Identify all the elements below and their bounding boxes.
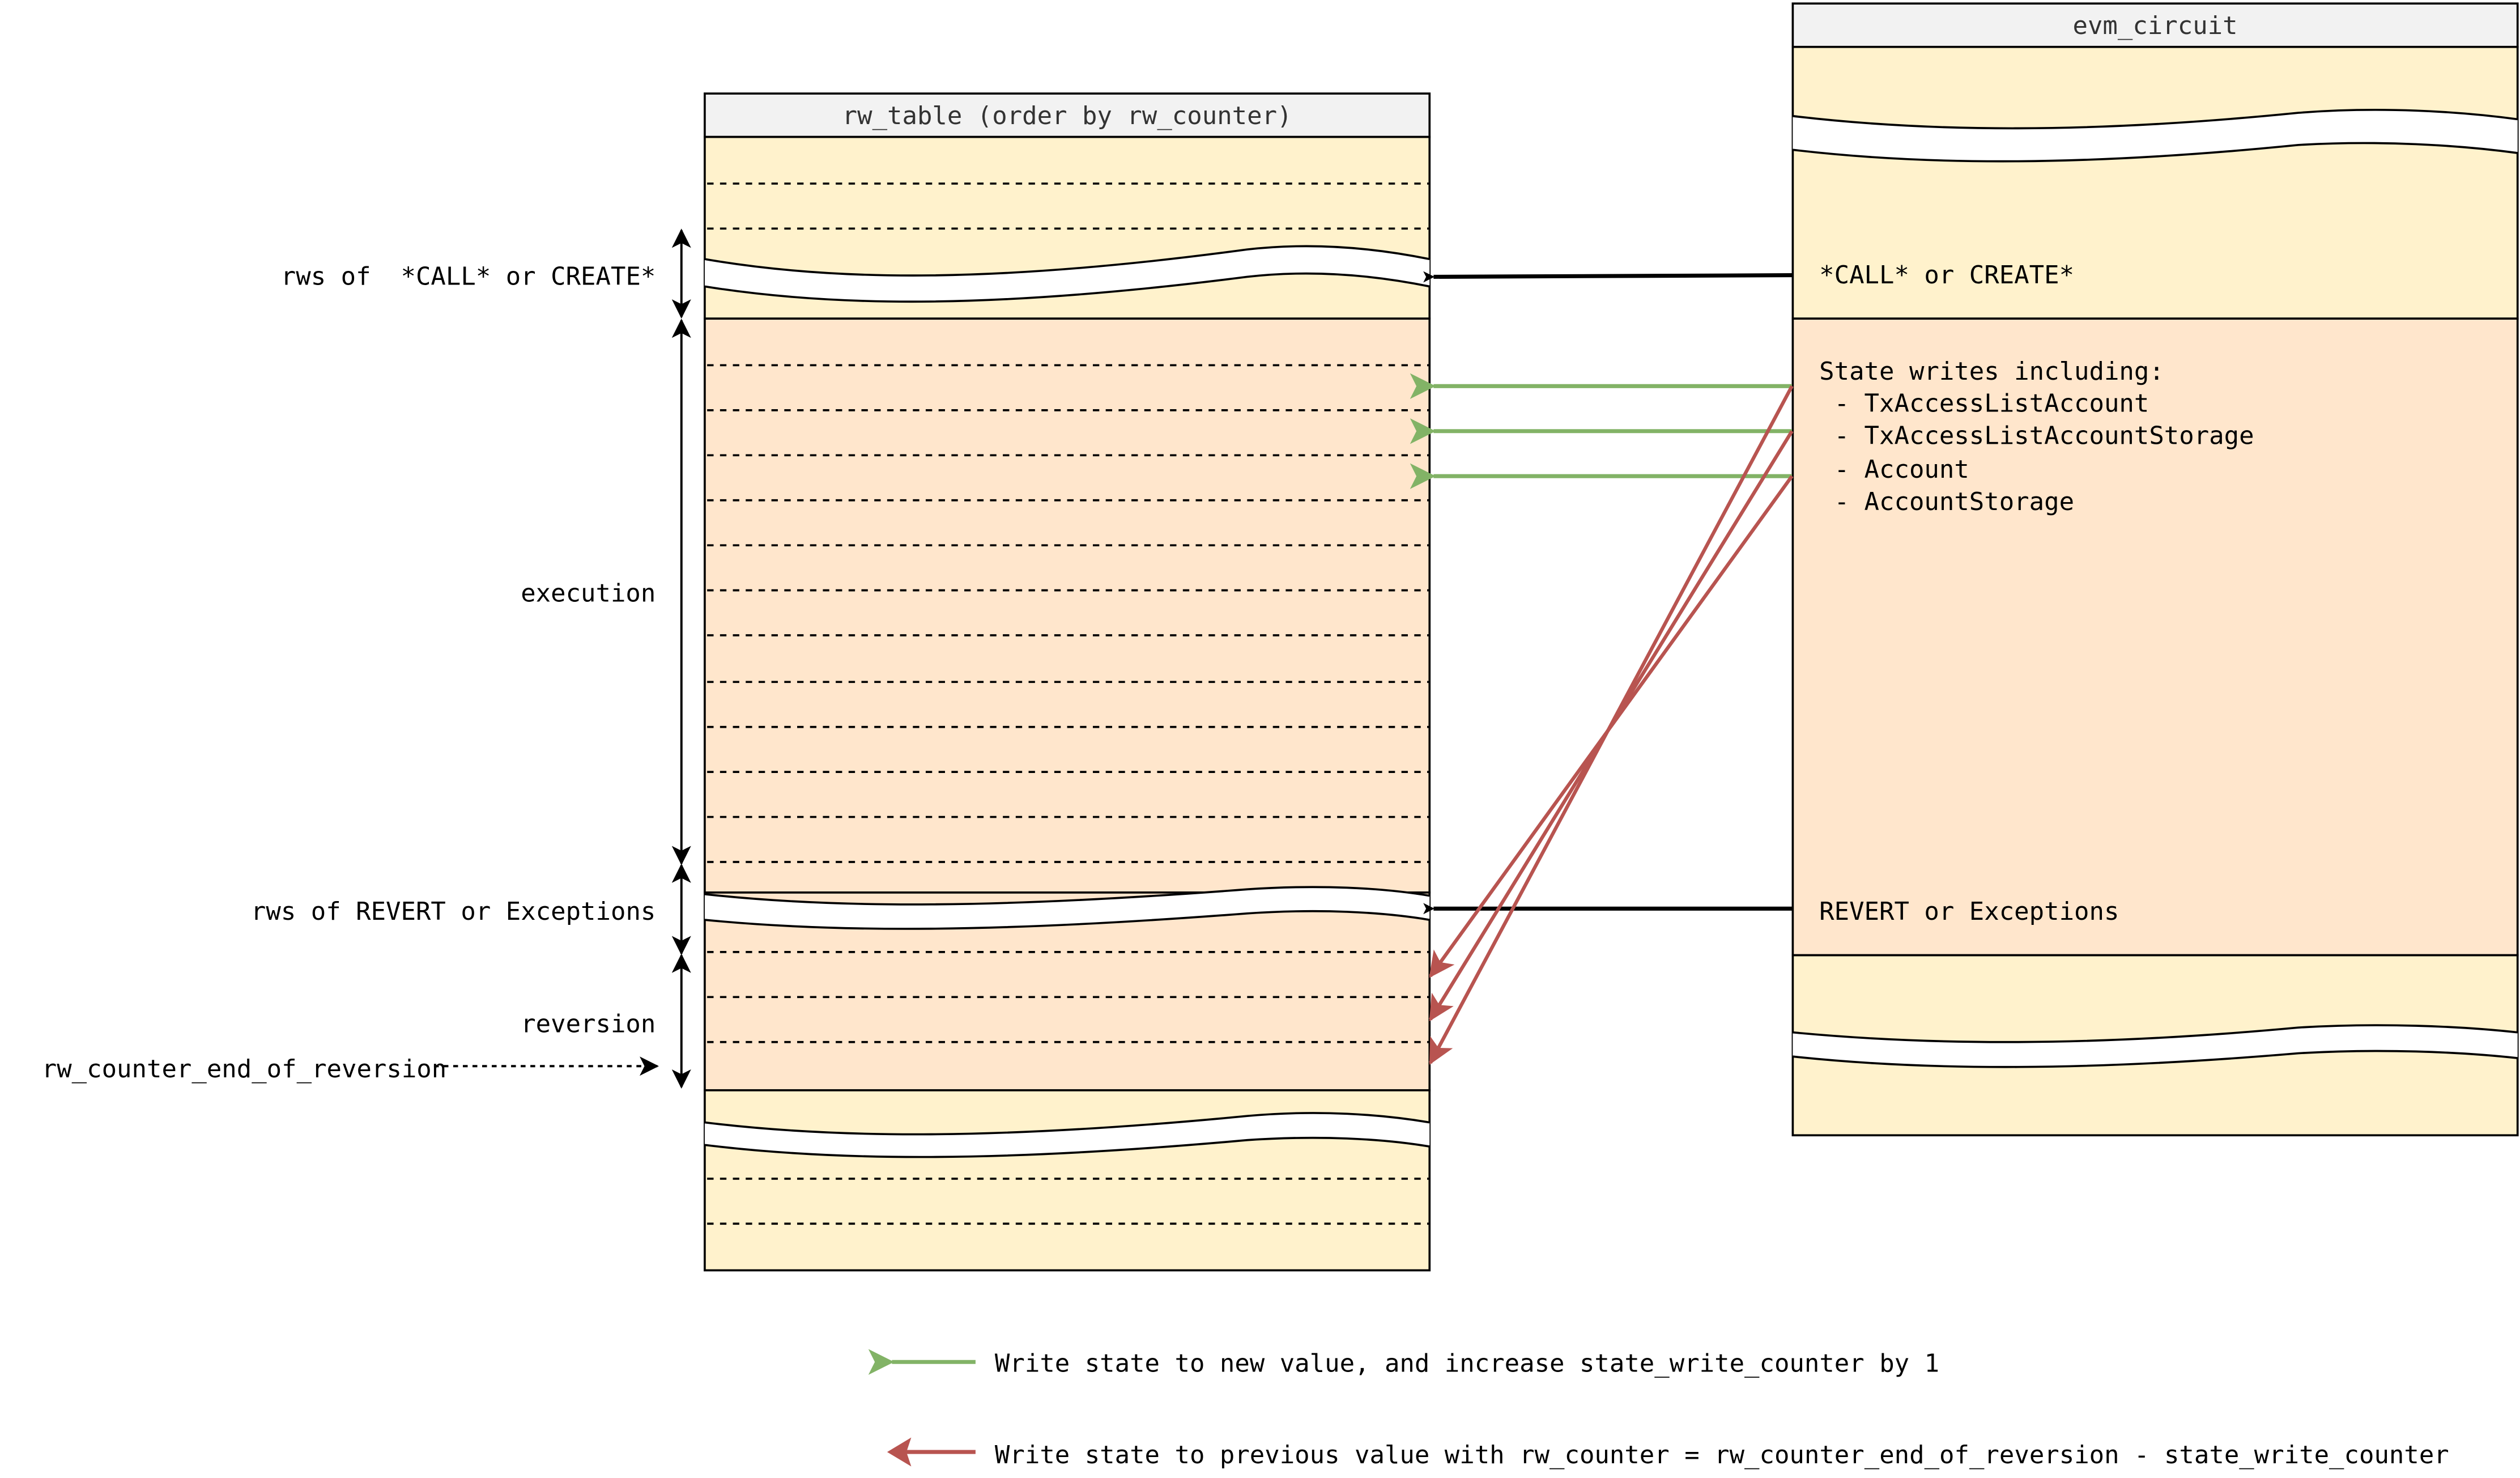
call-arrow <box>1423 271 1792 283</box>
red-revert-arrow <box>1428 385 1794 1065</box>
evm-circuit-header <box>1791 2 2519 48</box>
legend: Write state to new value, and increase s… <box>868 1349 2449 1469</box>
execution-row-dividers <box>707 364 1429 863</box>
state-write-item: - TxAccessListAccount <box>1819 389 2149 418</box>
left-labels: rws of *CALL* or CREATE* execution rws o… <box>42 262 656 1084</box>
label-revert-rws: rws of REVERT or Exceptions <box>251 897 655 926</box>
range-markers <box>433 228 691 1089</box>
evm-circuit-section-call <box>1791 45 2519 320</box>
rw-table-title: rw_table (order by rw_counter) <box>842 101 1292 130</box>
legend-text: Write state to previous value with rw_co… <box>995 1441 2449 1469</box>
state-write-item: - TxAccessListAccountStorage <box>1819 421 2254 450</box>
evm-revert-label: REVERT or Exceptions <box>1819 897 2119 926</box>
connectors <box>1410 271 1794 1065</box>
evm-circuit-title: evm_circuit <box>2073 11 2238 40</box>
label-reversion: reversion <box>521 1010 655 1039</box>
rw-table-header <box>704 92 1431 138</box>
state-writes-title: State writes including: <box>1819 357 2164 386</box>
rw-table-section-execution <box>704 317 1431 894</box>
red-arrowhead <box>887 1437 912 1467</box>
legend-item-green: Write state to new value, and increase s… <box>868 1349 1939 1378</box>
state-write-item: - AccountStorage <box>1819 487 2074 516</box>
label-execution: execution <box>521 579 655 608</box>
label-end-of-reversion: rw_counter_end_of_reversion <box>42 1055 446 1084</box>
break-wave <box>704 246 1430 302</box>
evm-call-label: *CALL* or CREATE* <box>1819 261 2074 290</box>
legend-text: Write state to new value, and increase s… <box>995 1349 1939 1378</box>
evm-circuit: evm_circuit *CALL* or CREATE* State writ… <box>1791 2 2519 1137</box>
legend-item-red: Write state to previous value with rw_co… <box>887 1437 2449 1469</box>
evm-circuit-section-execution <box>1791 317 2519 957</box>
rw-table: rw_table (order by rw_counter) <box>704 92 1431 1272</box>
label-call-rws: rws of *CALL* or CREATE* <box>281 262 656 291</box>
state-write-item: - Account <box>1819 455 1969 484</box>
